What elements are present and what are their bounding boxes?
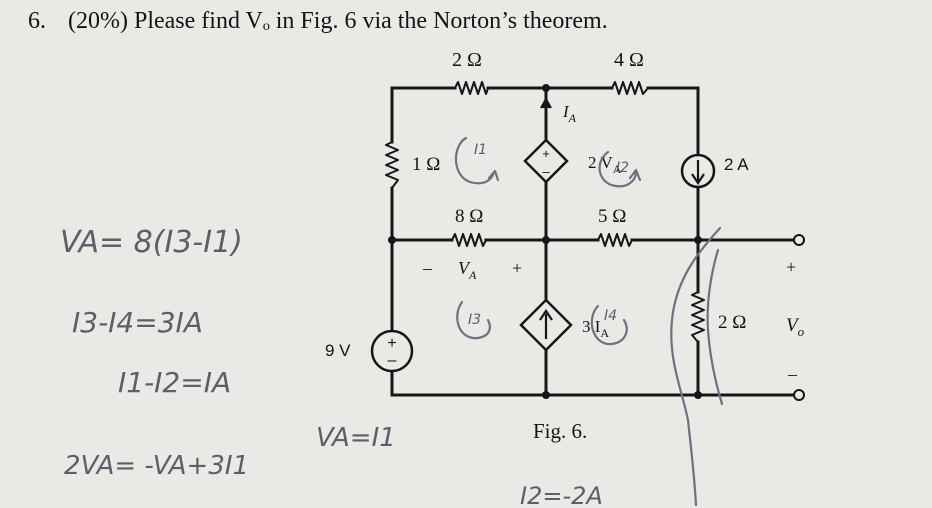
mesh-label-i4: I4 [604, 308, 617, 324]
handwritten-eq3: I1-I2=IA [118, 366, 231, 399]
va-plus-sign: + [512, 258, 522, 278]
junction-dot [694, 236, 702, 244]
handwritten-eq1: VA= 8(I3-I1) [60, 225, 243, 260]
label-VA: VA [458, 258, 477, 282]
resistor-2ohm-top [454, 81, 489, 95]
label-2ohm-top: 2 Ω [452, 49, 482, 71]
resistor-4ohm-top [611, 81, 649, 95]
label-current-source: 2 A [724, 155, 749, 174]
mesh-loop-i4 [590, 304, 628, 346]
mesh-label-i3: I3 [468, 312, 481, 328]
handwritten-eq2: I3-I4=3IA [72, 306, 203, 339]
vsource-minus: – [388, 352, 397, 369]
label-1ohm: 1 Ω [412, 154, 440, 175]
label-8ohm: 8 Ω [455, 206, 483, 227]
label-Vo: Vo [786, 315, 805, 339]
resistor-5ohm [597, 233, 633, 247]
dep-source-plus: + [542, 146, 550, 161]
vo-minus-sign: – [787, 364, 798, 384]
vsource-plus: + [387, 335, 396, 352]
junction-dot [542, 84, 550, 92]
label-2ohm-output: 2 Ω [718, 312, 746, 333]
label-5ohm: 5 Ω [598, 206, 626, 227]
junction-dot [542, 236, 550, 244]
voltage-source-9V [370, 329, 414, 373]
cut-line [670, 226, 722, 507]
output-terminal-bottom [793, 389, 805, 401]
resistor-1ohm [385, 141, 399, 189]
mesh-loop-i1 [454, 136, 500, 185]
label-IA: IA [562, 102, 577, 125]
junction-dot [542, 391, 550, 399]
arrow-up-icon [539, 309, 553, 339]
question-number: 6. [28, 8, 46, 34]
question-text: (20%) Please find Vₒ in Fig. 6 via the N… [68, 8, 608, 34]
mesh-loop-i3 [456, 300, 491, 340]
mesh-label-i2: I2 [616, 160, 629, 176]
junction-dot [388, 236, 396, 244]
dep-source-minus: – [542, 164, 550, 179]
junction-dot [694, 391, 702, 399]
output-terminal-top [793, 234, 805, 246]
resistor-8ohm [451, 233, 487, 247]
label-voltage-source: 9 V [325, 341, 351, 360]
current-arrow-icon [540, 96, 552, 112]
handwritten-eq6: I2=-2A [520, 482, 603, 508]
va-minus-sign: – [422, 258, 433, 278]
dependent-voltage-source [523, 138, 569, 184]
vo-plus-sign: + [786, 257, 796, 277]
mesh-loop-i2 [598, 150, 642, 188]
figure-caption: Fig. 6. [533, 419, 587, 443]
mesh-label-i1: I1 [474, 142, 487, 158]
handwritten-eq4: 2VA= -VA+3I1 [64, 451, 249, 481]
resistor-2ohm-output [691, 291, 705, 343]
cut-line-bracket [706, 248, 724, 406]
arrow-down-icon [691, 160, 705, 185]
handwritten-eq5: VA=I1 [316, 423, 396, 453]
label-4ohm-top: 4 Ω [614, 49, 644, 71]
